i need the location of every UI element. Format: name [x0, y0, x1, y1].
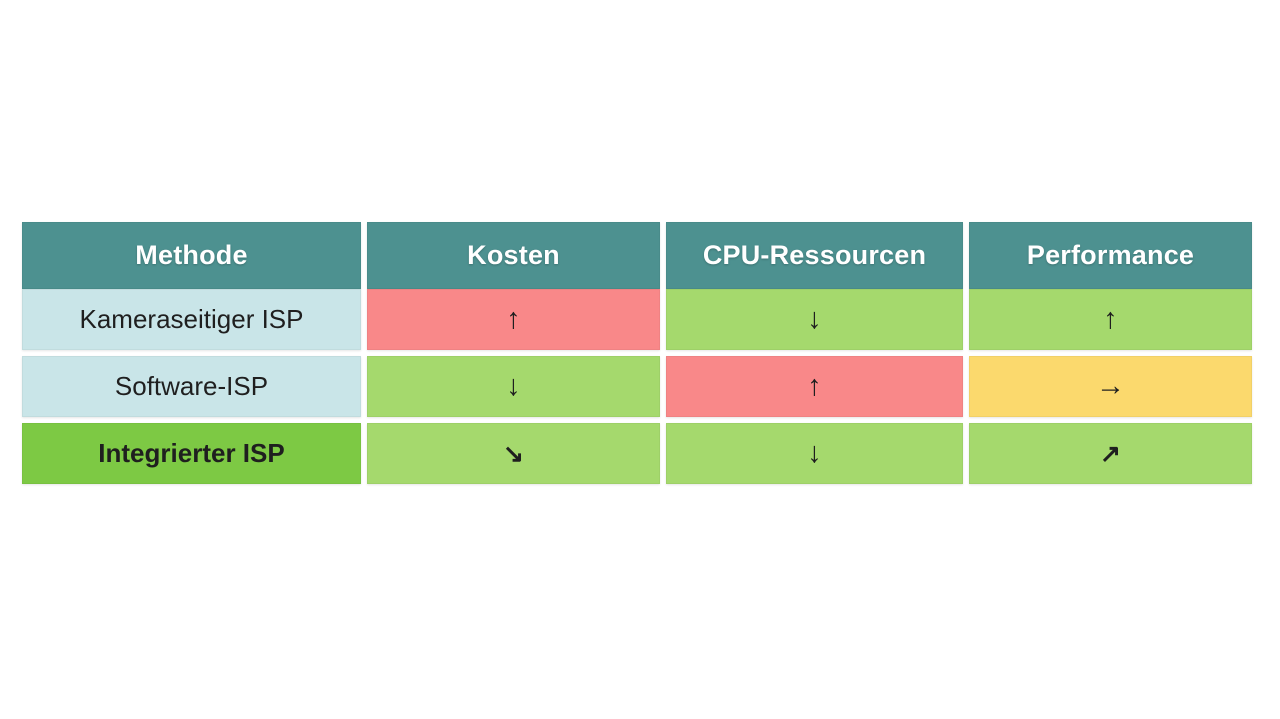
rating-cell-green: ↑	[969, 289, 1252, 350]
method-cell: Kameraseitiger ISP	[22, 289, 361, 350]
rating-cell-green: ↘	[367, 423, 660, 484]
arrow-down-icon: ↓	[807, 437, 822, 469]
rating-cell-green: ↓	[666, 423, 963, 484]
arrow-up-icon: ↑	[807, 370, 822, 402]
rating-cell-green: ↗	[969, 423, 1252, 484]
method-cell: Software-ISP	[22, 356, 361, 417]
method-cell: Integrierter ISP	[22, 423, 361, 484]
arrow-down-icon: ↓	[807, 303, 822, 335]
arrow-down-icon: ↓	[506, 370, 521, 402]
arrow-up-icon: ↑	[1103, 303, 1118, 335]
column-header-performance: Performance	[969, 222, 1252, 289]
rating-cell-red: ↑	[666, 356, 963, 417]
arrow-right-icon: →	[1096, 370, 1125, 402]
rating-cell-green: ↓	[666, 289, 963, 350]
column-header-cpu-ressourcen: CPU-Ressourcen	[666, 222, 963, 289]
column-header-methode: Methode	[22, 222, 361, 289]
rating-cell-red: ↑	[367, 289, 660, 350]
rating-cell-green: ↓	[367, 356, 660, 417]
arrow-down-right-icon: ↘	[503, 439, 524, 468]
arrow-up-icon: ↑	[506, 303, 521, 335]
arrow-up-right-icon: ↗	[1100, 439, 1121, 468]
rating-cell-yellow: →	[969, 356, 1252, 417]
comparison-table: Methode Kosten CPU-Ressourcen Performanc…	[22, 222, 1252, 484]
column-header-kosten: Kosten	[367, 222, 660, 289]
